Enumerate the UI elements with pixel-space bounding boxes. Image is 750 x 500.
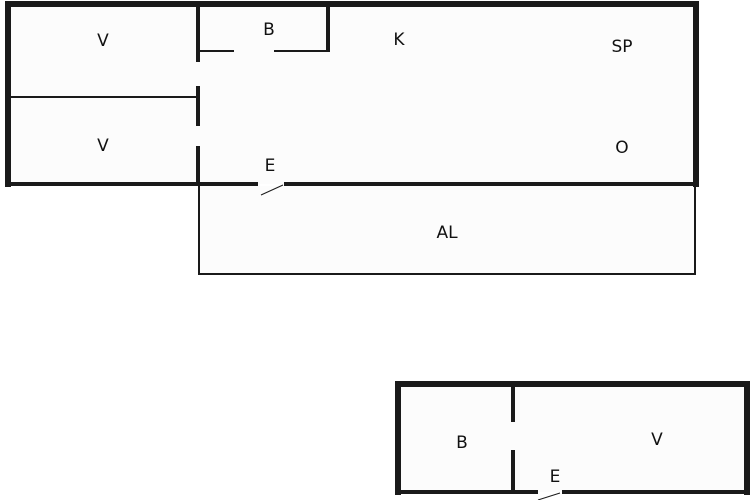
main-unit-area	[8, 4, 696, 184]
label-entrance: E	[265, 156, 276, 176]
label-living: O	[615, 138, 628, 158]
lower-unit-area	[398, 384, 748, 492]
label-lower-bedroom: V	[651, 430, 663, 450]
label-bathroom: B	[263, 20, 275, 40]
label-dining: SP	[611, 37, 632, 57]
label-lower-bathroom: B	[456, 433, 468, 453]
label-balcony: AL	[436, 223, 458, 243]
label-bedroom-2: V	[97, 136, 109, 156]
floor-plan-upper: V V B K SP O E AL	[5, 1, 699, 275]
lower-entrance-door-swing	[537, 492, 561, 500]
balcony-area	[198, 186, 696, 274]
label-kitchen: K	[393, 30, 405, 50]
floor-plan-lower: B V E	[395, 381, 750, 500]
label-lower-entrance: E	[550, 467, 561, 487]
label-bedroom-1: V	[97, 31, 109, 51]
entrance-door-swing	[260, 184, 284, 196]
